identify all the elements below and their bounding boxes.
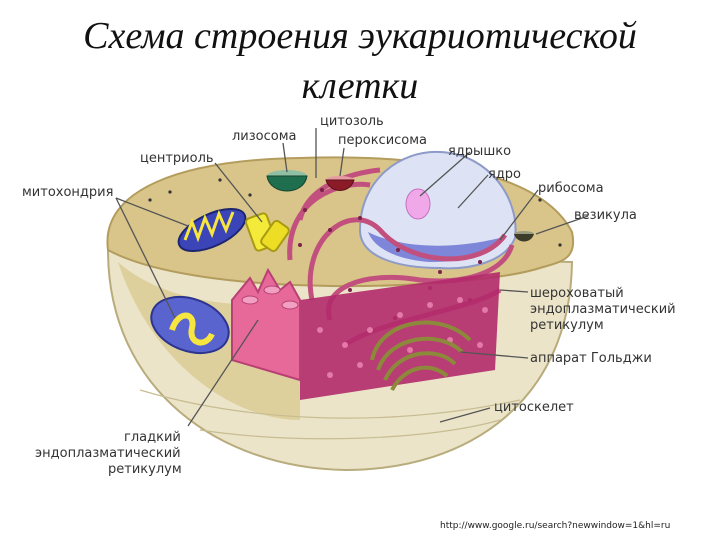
golgi-apparatus [370,320,472,392]
rough-er-cut-block [300,272,500,400]
leader-lines [115,128,589,427]
label-smooth-er-3: ретикулум [108,462,182,477]
label-peroxisome: пероксисома [338,133,427,148]
centriole [244,212,290,253]
label-rough-er-3: ретикулум [530,318,604,333]
nucleolus [405,188,431,220]
smooth-er [231,267,301,382]
rough-er-cut-dots [317,297,488,378]
lysosome [266,170,308,192]
label-rough-er-1: шероховатый [530,286,624,301]
title-line-1: Схема строения эукариотической [83,15,637,57]
label-centriole: центриоль [140,151,214,166]
title-line-2: клетки [301,65,419,107]
label-rough-er-2: эндоплазматический [530,302,676,317]
source-url: http://www.google.ru/search?newwindow=1&… [440,521,671,531]
smooth-er-tubes [241,285,299,310]
mitochondrion-top [177,207,247,253]
label-cytoskeleton: цитоскелет [494,400,574,415]
cytoplasm-ribosomes [148,178,562,247]
label-nucleus: ядро [488,167,521,182]
nucleus [358,150,517,270]
label-lysosome: лизосома [232,129,297,144]
label-ribosome: рибосома [538,181,604,196]
label-smooth-er-2: эндоплазматический [35,446,181,461]
label-smooth-er-1: гладкий [124,430,181,445]
mitochondrion-bottom [150,295,230,355]
peroxisome [325,176,355,191]
label-golgi: аппарат Гольджи [530,351,652,366]
label-mitochondria: митохондрия [22,185,113,200]
vesicle [514,231,534,242]
label-cytosol: цитозоль [320,114,384,129]
label-nucleolus: ядрышко [448,144,511,159]
cytoskeleton-filaments [139,389,521,440]
label-vesicle: везикула [574,208,637,223]
